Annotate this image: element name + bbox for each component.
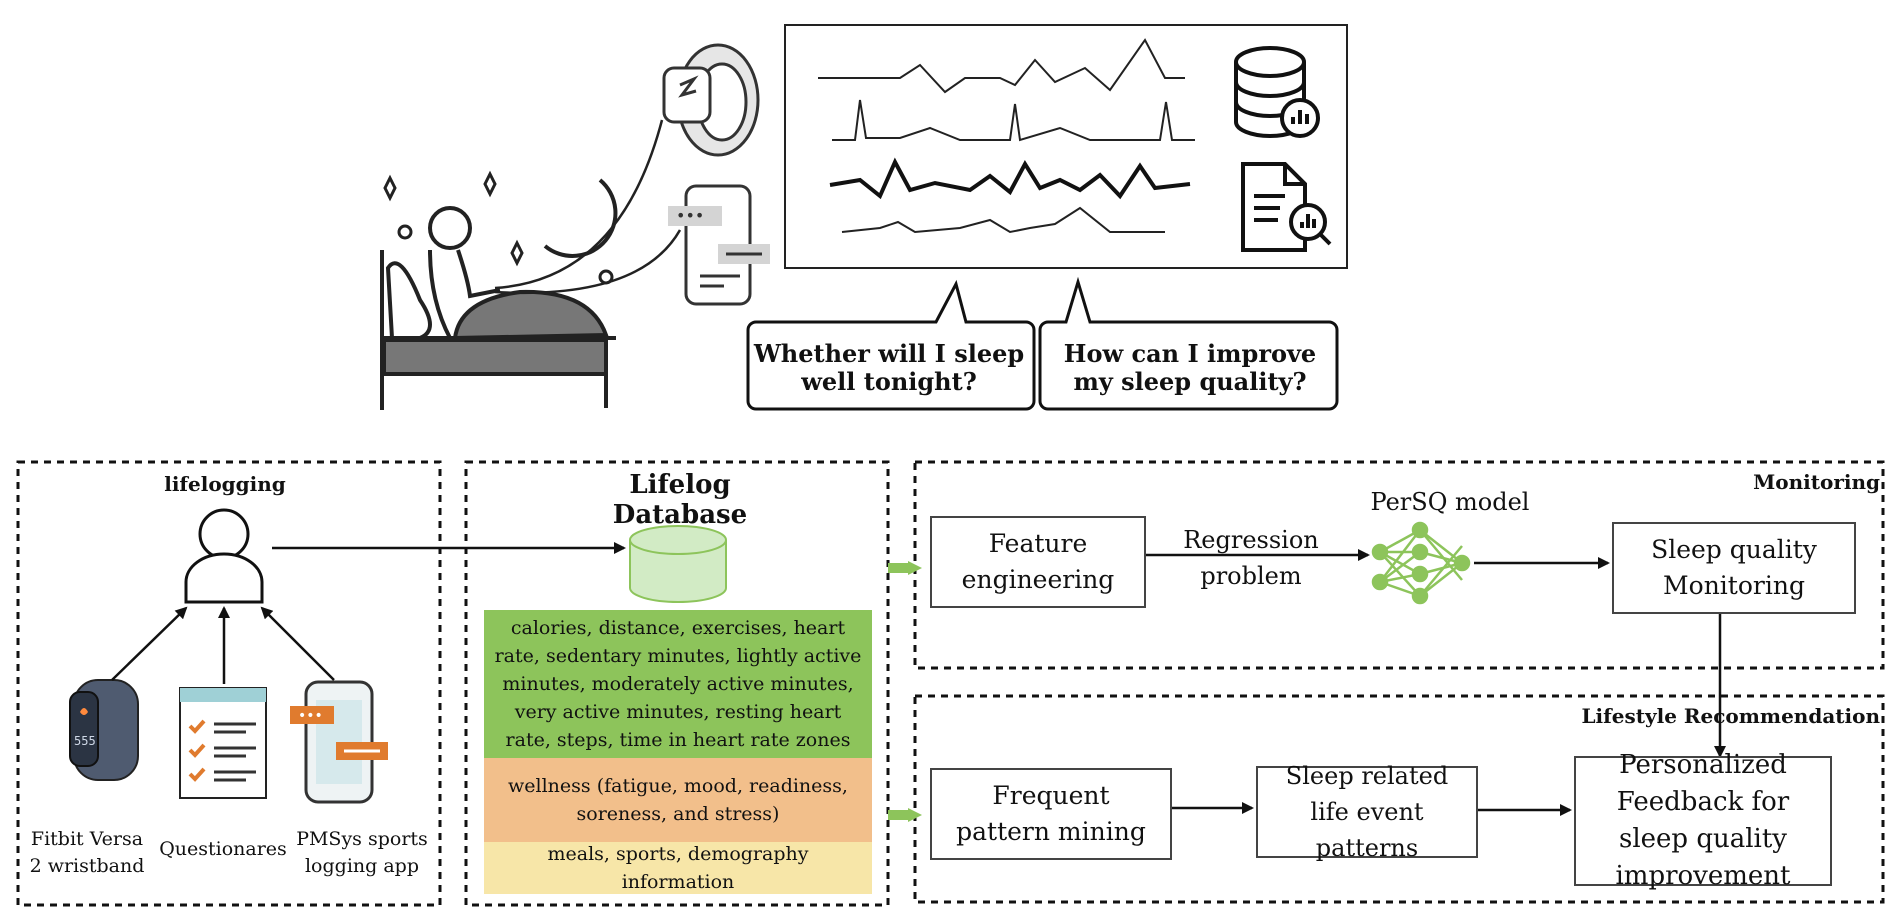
band-wellness-data: wellness (fatigue, mood, readiness, sore… — [484, 758, 872, 842]
moon-icon — [543, 178, 618, 258]
lifelogging-title: lifelogging — [164, 472, 286, 496]
band-other-data: meals, sports, demography information — [484, 842, 872, 894]
question-sleep-tonight: Whether will I sleep well tonight? — [753, 339, 1025, 396]
sleeping-person-icon — [380, 206, 616, 410]
svg-text:•••: ••• — [298, 708, 323, 724]
neural-network-icon — [1371, 521, 1471, 605]
source-pmsys-label: PMSys sports logging app — [296, 828, 428, 877]
pattern-mining-box: Frequent pattern mining — [930, 768, 1172, 860]
signal-line-1 — [818, 38, 1185, 94]
signal-line-4 — [841, 206, 1165, 234]
question-improve-sleep: How can I improve my sleep quality? — [1063, 339, 1317, 396]
monitoring-group — [913, 460, 1885, 670]
band-activity-data: calories, distance, exercises, heart rat… — [484, 610, 872, 758]
life-event-patterns-box: Sleep related life event patterns — [1256, 762, 1478, 862]
bubble-2 — [1038, 276, 1339, 411]
smartwatch-icon — [662, 43, 760, 157]
wristband-icon: 555 — [69, 679, 139, 781]
star-icon — [383, 170, 614, 285]
phone-app-icon: ••• — [290, 680, 388, 804]
recommendation-title: Lifestyle Recommendation — [1581, 704, 1880, 728]
user-icon — [184, 508, 264, 604]
source-questionares-label: Questionares — [159, 838, 287, 860]
bubble-1 — [746, 279, 1036, 411]
database-title: Lifelog Database — [612, 470, 748, 530]
monitoring-title: Monitoring — [1753, 470, 1880, 494]
cylinder-database-icon — [629, 525, 727, 603]
lifelogging-group — [16, 460, 442, 907]
source-fitbit-label: Fitbit Versa 2 wristband — [29, 828, 145, 877]
persq-model-label: PerSQ model — [1370, 488, 1530, 516]
feature-engineering-box: Feature engineering — [930, 516, 1146, 608]
personalized-feedback-box: Personalized Feedback for sleep quality … — [1574, 750, 1832, 891]
database-group — [464, 460, 890, 907]
signal-line-2 — [832, 99, 1195, 142]
database-chart-icon — [1234, 46, 1320, 138]
svg-text:555: 555 — [74, 734, 96, 748]
checklist-icon — [179, 687, 267, 799]
signal-line-3 — [829, 157, 1191, 200]
sleep-monitoring-box: Sleep quality Monitoring — [1612, 522, 1856, 614]
regression-label: Regression problem — [1183, 526, 1319, 590]
recommendation-group — [913, 694, 1885, 904]
smartphone-icon: ••• — [668, 184, 770, 306]
report-chart-icon — [1241, 162, 1332, 252]
svg-text:•••: ••• — [676, 206, 704, 225]
